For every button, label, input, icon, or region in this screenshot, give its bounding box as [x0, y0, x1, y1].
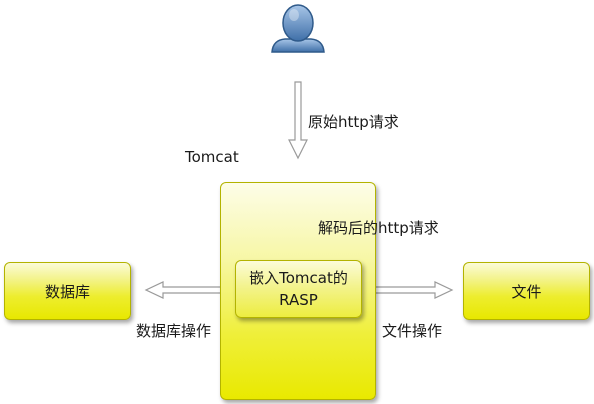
file-operation-label: 文件操作	[382, 322, 443, 340]
rasp-box: 嵌入Tomcat的 RASP	[235, 260, 362, 318]
database-label: 数据库	[44, 282, 90, 301]
user-icon	[271, 4, 325, 53]
tomcat-label: Tomcat	[185, 148, 239, 166]
decoded-request-label: 解码后的http请求	[318, 219, 439, 237]
request-label: 原始http请求	[308, 113, 399, 131]
database-box: 数据库	[4, 262, 131, 320]
file-box: 文件	[463, 262, 590, 320]
database-operation-label: 数据库操作	[136, 322, 212, 340]
file-label: 文件	[511, 282, 542, 301]
request-arrow	[288, 81, 308, 160]
